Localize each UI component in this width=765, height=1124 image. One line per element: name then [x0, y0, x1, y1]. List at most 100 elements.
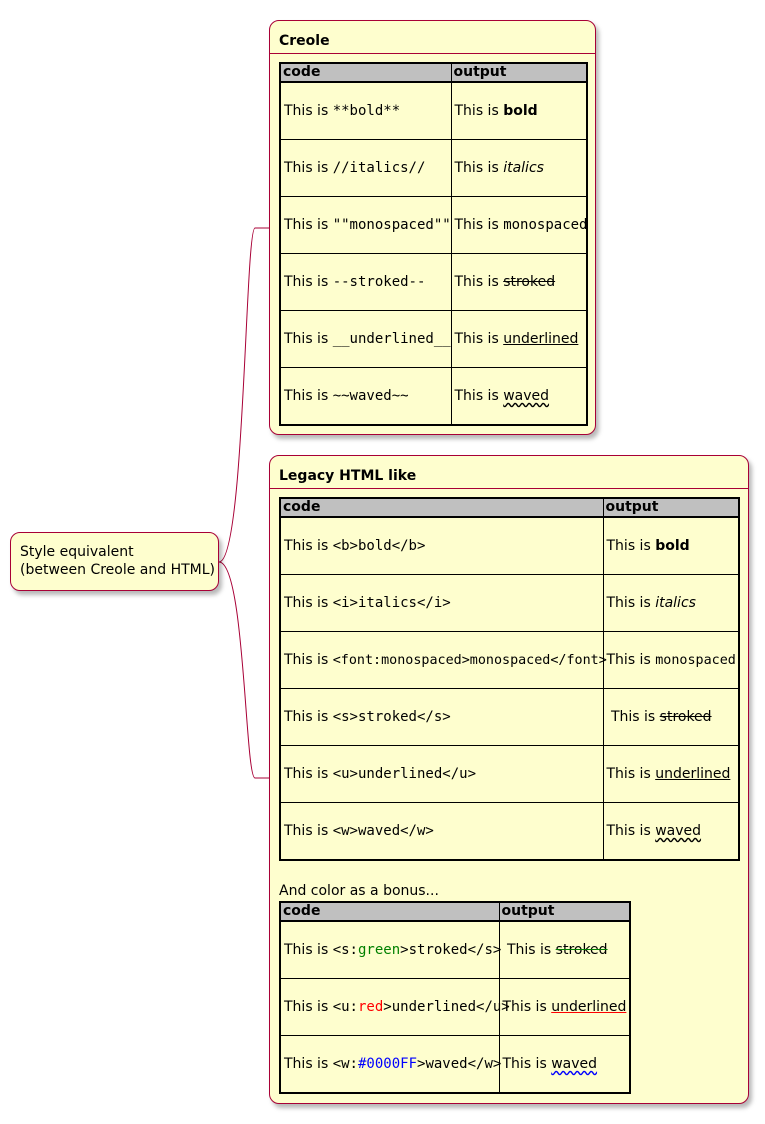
- table-row: This is <w:#0000FF>waved</w> This is wav…: [279, 1035, 631, 1094]
- output-prefix: This is: [454, 331, 504, 347]
- code-cell: This is <u>underlined</u>: [279, 745, 604, 803]
- output-stroked: stroked: [503, 274, 556, 290]
- header-code: code: [279, 62, 452, 83]
- table-row: This is ~~waved~~ This is waved: [279, 367, 588, 426]
- connector-creole: [218, 227, 270, 563]
- output-bold: bold: [655, 538, 690, 554]
- output-cell: This is underlined: [450, 310, 588, 368]
- color-name: #0000FF: [358, 1056, 418, 1072]
- output-cell: This is stroked: [602, 688, 740, 746]
- output-cell: This is stroked: [498, 920, 631, 979]
- output-prefix: This is: [606, 538, 656, 554]
- code-cell: This is <font:monospaced>monospaced</fon…: [279, 631, 607, 689]
- code-cell: This is __underlined__: [279, 310, 452, 368]
- code-prefix: This is: [284, 823, 333, 839]
- table-row: This is <w>waved</w> This is waved: [279, 802, 740, 861]
- output-cell: This is underlined: [498, 978, 631, 1036]
- output-stroked-green: stroked: [555, 942, 608, 958]
- output-cell: This is underlined: [602, 745, 740, 803]
- output-cell: This is monospaced: [450, 196, 588, 254]
- code-prefix: This is: [284, 160, 333, 176]
- code-snippet: <u:red>underlined</u>: [333, 999, 510, 1015]
- table-row: This is __underlined__ This is underline…: [279, 310, 588, 368]
- table-row: This is //italics// This is italics: [279, 139, 588, 197]
- output-prefix: This is: [502, 1056, 552, 1072]
- output-underlined: underlined: [655, 766, 731, 782]
- code-cell: This is --stroked--: [279, 253, 452, 311]
- root-line-2: (between Creole and HTML): [20, 562, 216, 578]
- html-like-table: code output This is <b>bold</b> This is …: [279, 497, 740, 861]
- output-waved: waved: [655, 823, 702, 839]
- code-snippet: <b>bold</b>: [332, 538, 426, 554]
- root-line-1: Style equivalent: [20, 544, 134, 560]
- output-cell: This is stroked: [450, 253, 588, 311]
- header-output: output: [602, 497, 740, 518]
- bonus-intro: And color as a bonus...: [279, 883, 439, 899]
- code-prefix: This is: [284, 595, 333, 611]
- output-prefix: This is: [606, 823, 656, 839]
- table-row: This is --stroked-- This is stroked: [279, 253, 588, 311]
- output-cell: This is monospaced: [602, 631, 740, 689]
- color-name: green: [358, 942, 401, 958]
- code-cell: This is <u:red>underlined</u>: [279, 978, 510, 1036]
- output-cell: This is bold: [602, 516, 740, 575]
- code-cell: This is ~~waved~~: [279, 367, 452, 426]
- output-prefix: This is: [606, 652, 656, 668]
- table-row: This is <i>italics</i> This is italics: [279, 574, 740, 632]
- code-snippet: <w:#0000FF>waved</w>: [333, 1056, 502, 1072]
- header-code: code: [279, 901, 500, 922]
- code-prefix: This is: [284, 388, 333, 404]
- code-prefix: This is: [284, 999, 333, 1015]
- code-prefix: This is: [284, 331, 333, 347]
- output-prefix: This is: [454, 160, 504, 176]
- output-monospaced: monospaced: [503, 217, 588, 233]
- code-cell: This is //italics//: [279, 139, 452, 197]
- code-prefix: This is: [284, 942, 333, 958]
- output-italics: italics: [503, 160, 544, 176]
- output-prefix: This is: [454, 388, 504, 404]
- output-underlined: underlined: [503, 331, 579, 347]
- creole-table: code output This is **bold** This is bol…: [279, 62, 588, 426]
- table-row: This is <font:monospaced>monospaced</fon…: [279, 631, 740, 689]
- code-prefix: This is: [284, 1056, 333, 1072]
- code-close: >waved</w>: [417, 1056, 502, 1072]
- output-prefix: This is: [606, 709, 660, 725]
- code-prefix: This is: [284, 217, 333, 233]
- output-stroked: stroked: [659, 709, 712, 725]
- code-snippet: //italics//: [332, 160, 426, 176]
- table-row: This is <s:green>stroked</s> This is str…: [279, 920, 631, 979]
- table-row: This is <s>stroked</s> This is stroked: [279, 688, 740, 746]
- html-like-table-header: code output: [279, 497, 740, 518]
- output-bold: bold: [503, 103, 538, 119]
- header-code: code: [279, 497, 604, 518]
- code-cell: This is ""monospaced"": [279, 196, 452, 254]
- code-snippet: <w>waved</w>: [332, 823, 434, 839]
- output-prefix: This is: [454, 274, 504, 290]
- code-close: >underlined</u>: [383, 999, 510, 1015]
- code-prefix: This is: [284, 709, 333, 725]
- code-close: >stroked</s>: [400, 942, 502, 958]
- output-italics: italics: [655, 595, 696, 611]
- output-prefix: This is: [606, 595, 656, 611]
- color-name: red: [358, 999, 384, 1015]
- output-underlined-red: underlined: [551, 999, 627, 1015]
- output-prefix: This is: [502, 999, 552, 1015]
- table-row: This is <u>underlined</u> This is underl…: [279, 745, 740, 803]
- output-cell: This is waved: [498, 1035, 631, 1094]
- output-cell: This is waved: [602, 802, 740, 861]
- code-snippet: ""monospaced"": [332, 217, 451, 233]
- code-open: <u:: [332, 999, 358, 1015]
- creole-note-body: code output This is **bold** This is bol…: [270, 54, 595, 426]
- output-monospaced: monospaced: [655, 653, 736, 668]
- code-cell: This is <s>stroked</s>: [279, 688, 604, 746]
- code-cell: This is **bold**: [279, 81, 452, 140]
- output-cell: This is bold: [450, 81, 588, 140]
- output-prefix: This is: [454, 217, 504, 233]
- code-snippet: <s:green>stroked</s>: [333, 942, 502, 958]
- code-cell: This is <w>waved</w>: [279, 802, 604, 861]
- creole-note-title: Creole: [270, 21, 595, 54]
- table-row: This is **bold** This is bold: [279, 81, 588, 140]
- header-output: output: [450, 62, 588, 83]
- html-like-note: Legacy HTML like code output This is <b>…: [269, 455, 749, 1104]
